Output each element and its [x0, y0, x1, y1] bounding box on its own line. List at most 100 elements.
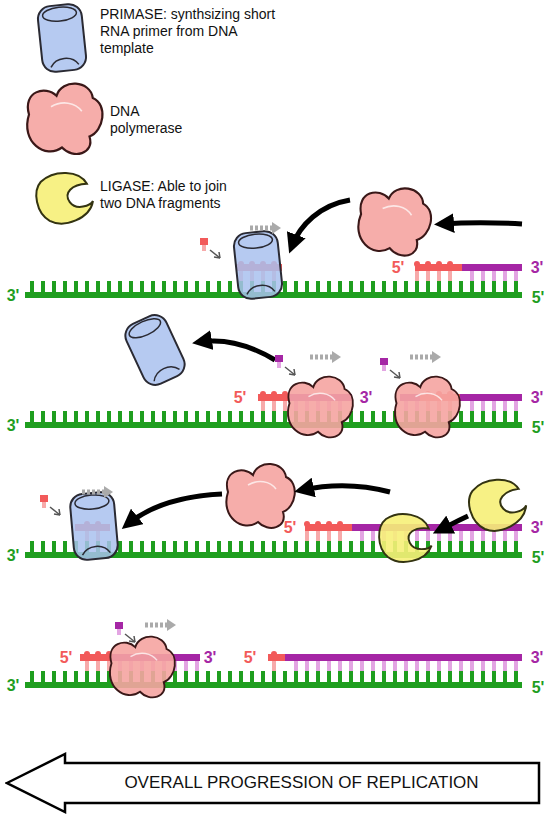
- template-base: [140, 281, 144, 292]
- dna-base: [470, 531, 474, 541]
- template-base: [63, 411, 67, 422]
- primer-base: [272, 401, 276, 411]
- primer-base: [261, 401, 265, 411]
- template-base: [349, 281, 353, 292]
- template-base: [140, 541, 144, 552]
- template-base: [195, 671, 199, 682]
- template-base: [30, 281, 34, 292]
- primer-base: [415, 271, 419, 281]
- primase-enzyme: [69, 491, 119, 561]
- template-base: [173, 411, 177, 422]
- template-base: [481, 671, 485, 682]
- template-base: [129, 411, 133, 422]
- template-base: [316, 281, 320, 292]
- template-base: [217, 541, 221, 552]
- primase-enzyme: [233, 230, 284, 300]
- primer-base: [283, 401, 287, 411]
- template-base: [338, 671, 342, 682]
- primase-enzyme: [121, 311, 189, 389]
- template-base: [30, 411, 34, 422]
- direction-arrow: [82, 486, 113, 498]
- template-base: [250, 541, 254, 552]
- template-base: [30, 671, 34, 682]
- template-base: [481, 541, 485, 552]
- template-base: [492, 671, 496, 682]
- progression-arrow: OVERALL PROGRESSION OF REPLICATION: [5, 752, 542, 814]
- dna-fragment: [460, 394, 522, 401]
- template-base: [514, 411, 518, 422]
- protein-layer: [27, 3, 530, 697]
- movement-arrow: [128, 494, 222, 524]
- template-base: [393, 281, 397, 292]
- template-base: [162, 541, 166, 552]
- template-base: [41, 411, 45, 422]
- template-base: [239, 541, 243, 552]
- template-base: [184, 411, 188, 422]
- nucleotide: [200, 238, 220, 258]
- legend-entry: DNA polymerase: [110, 103, 190, 137]
- template-base: [250, 671, 254, 682]
- dna-base: [316, 661, 320, 671]
- strand-end-label: 3': [204, 649, 217, 667]
- template-strand: [25, 682, 522, 688]
- movement-arrow: [292, 200, 350, 246]
- primase-enzyme: [37, 3, 88, 73]
- dna-base: [360, 661, 364, 671]
- template-base: [437, 671, 441, 682]
- template-base: [85, 411, 89, 422]
- dna-base: [371, 531, 375, 541]
- template-base: [426, 281, 430, 292]
- template-base: [41, 671, 45, 682]
- template-base: [107, 281, 111, 292]
- template-base: [261, 541, 265, 552]
- dna-base: [360, 531, 364, 541]
- dna-base: [492, 271, 496, 281]
- dna-base: [426, 661, 430, 671]
- template-base: [305, 281, 309, 292]
- arrow-caption: OVERALL PROGRESSION OF REPLICATION: [124, 773, 478, 793]
- primer-base: [338, 531, 342, 541]
- legend-text: PRIMASE: synthsizing short RNA primer fr…: [100, 6, 275, 56]
- primer-base: [448, 271, 452, 281]
- template-base: [96, 281, 100, 292]
- template-base: [151, 541, 155, 552]
- template-base: [30, 541, 34, 552]
- template-base: [283, 541, 287, 552]
- dna-base: [448, 661, 452, 671]
- template-base: [228, 281, 232, 292]
- polymerase-enzyme: [356, 185, 433, 258]
- template-base: [261, 671, 265, 682]
- rna-primer: [415, 264, 462, 271]
- dna-base: [426, 531, 430, 541]
- dna-base: [481, 531, 485, 541]
- template-base: [118, 411, 122, 422]
- polymerase-enzyme: [226, 464, 294, 528]
- template-base: [184, 541, 188, 552]
- template-base: [272, 411, 276, 422]
- template-base: [393, 671, 397, 682]
- dna-base: [514, 661, 518, 671]
- dna-base: [459, 531, 463, 541]
- template-base: [382, 671, 386, 682]
- template-base: [283, 411, 287, 422]
- template-base: [63, 671, 67, 682]
- dna-base: [514, 401, 518, 411]
- strand-end-label: 5': [392, 259, 405, 277]
- dna-base: [492, 401, 496, 411]
- dna-base: [514, 271, 518, 281]
- primer-base: [96, 661, 100, 671]
- dna-base: [184, 661, 188, 671]
- strand-end-label: 5': [284, 519, 297, 537]
- template-base: [448, 671, 452, 682]
- template-base: [294, 671, 298, 682]
- template-base: [481, 281, 485, 292]
- strand-end-label: 3': [531, 389, 544, 407]
- ligase-enzyme: [379, 514, 432, 562]
- template-base: [514, 541, 518, 552]
- template-base: [349, 671, 353, 682]
- template-base: [503, 281, 507, 292]
- strand-end-label: 5': [244, 649, 257, 667]
- arrow-layer: [40, 200, 522, 642]
